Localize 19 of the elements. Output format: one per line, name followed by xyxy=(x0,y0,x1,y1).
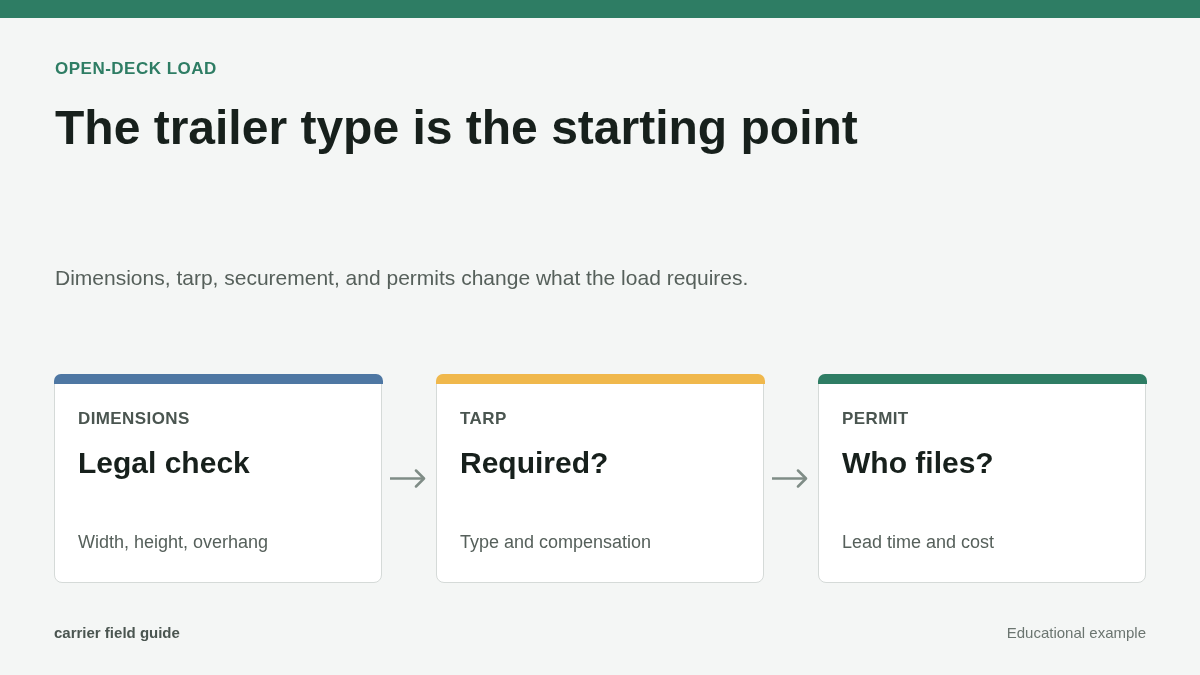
footer-tag: Educational example xyxy=(1006,624,1146,642)
card-heading: Required? xyxy=(460,445,609,481)
card-heading: Who files? xyxy=(842,445,994,481)
section-label: OPEN-DECK LOAD xyxy=(55,59,217,80)
card-description: Type and compensation xyxy=(460,532,652,554)
card-kicker: DIMENSIONS xyxy=(78,409,190,430)
arrow xyxy=(772,469,808,488)
card-description: Lead time and cost xyxy=(842,532,995,554)
page-title: The trailer type is the starting point xyxy=(55,100,858,156)
process-card xyxy=(818,374,1146,583)
card-kicker: TARP xyxy=(460,409,507,430)
subtitle: Dimensions, tarp, securement, and permits change what the load requires. xyxy=(55,265,749,291)
card-kicker: PERMIT xyxy=(842,409,909,430)
card-description: Width, height, overhang xyxy=(78,532,269,554)
footer-note: carrier field guide xyxy=(54,624,180,642)
arrow xyxy=(390,469,426,488)
card-heading: Legal check xyxy=(78,445,250,481)
process-card xyxy=(54,374,382,583)
process-card xyxy=(436,374,764,583)
